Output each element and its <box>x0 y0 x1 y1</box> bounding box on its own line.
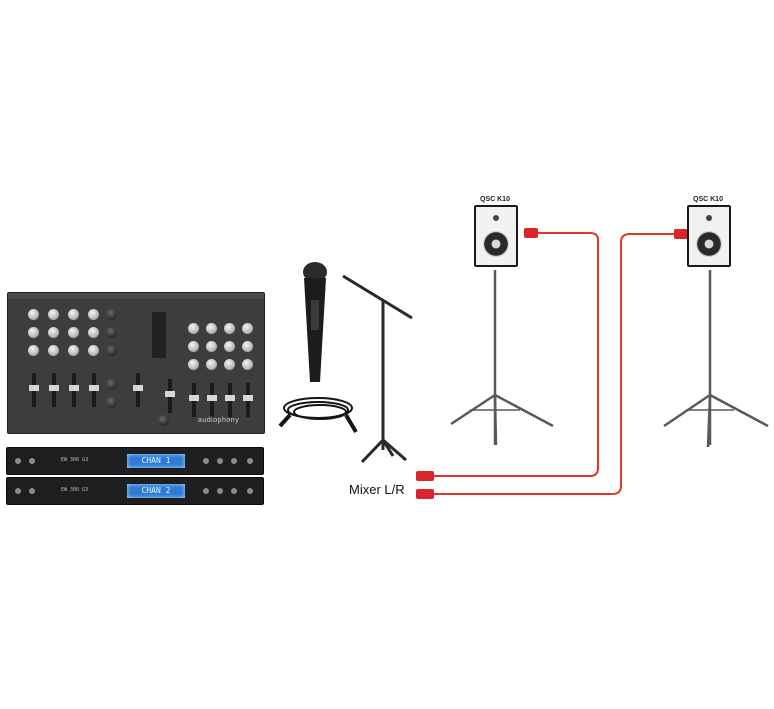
receiver-display: CHAN 2 <box>127 484 185 498</box>
receiver-display: CHAN 1 <box>127 454 185 468</box>
pa-speaker-icon <box>687 205 731 267</box>
level-meter <box>152 312 166 358</box>
speaker-tripod-stand-icon <box>450 270 554 446</box>
mixer-icon: audiophony <box>7 292 265 434</box>
wireless-receiver-icon: EW 300 G3 CHAN 2 <box>6 477 264 505</box>
speaker-tripod-stand-icon <box>663 270 769 448</box>
speaker-label: QSC K10 <box>480 196 510 203</box>
speaker-cable <box>432 232 687 495</box>
microphone-stand-icon <box>342 274 413 464</box>
microphone-icon <box>303 262 327 382</box>
wireless-receiver-icon: EW 300 G3 CHAN 1 <box>6 447 264 475</box>
pa-speaker-icon <box>474 205 518 267</box>
mixer-brand: audiophony <box>198 417 240 424</box>
xlr-cable-icon <box>278 397 358 434</box>
xlr-connector-icon <box>416 228 688 499</box>
mixer-lr-label: Mixer L/R <box>349 482 405 497</box>
speaker-label: QSC K10 <box>693 196 723 203</box>
